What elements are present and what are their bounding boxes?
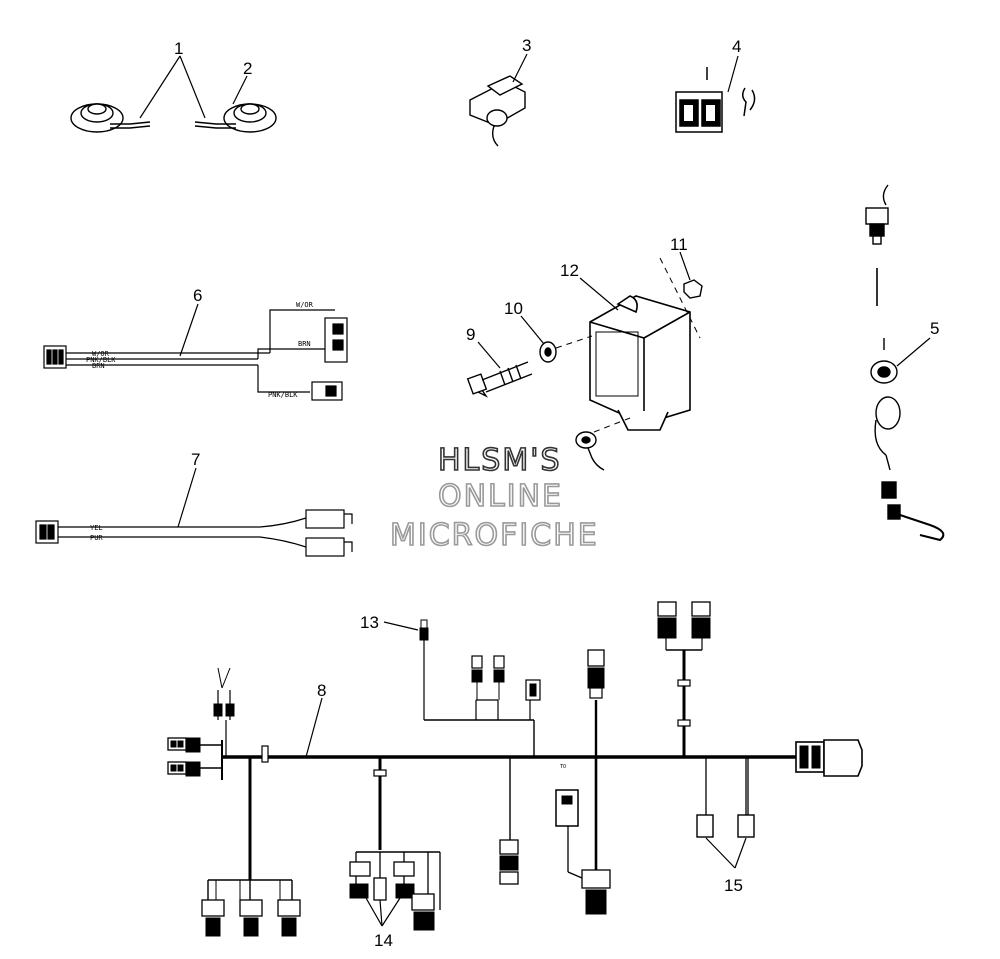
nut-part-11 (683, 279, 703, 299)
cdi-dashed-axis (555, 257, 701, 433)
callout-13: 13 (360, 613, 379, 632)
callout-3: 3 (522, 36, 531, 55)
watermark-line-2: ONLINE (438, 479, 563, 514)
harness-part-6 (43, 309, 348, 401)
leader-9 (477, 341, 501, 369)
wire-label-w-or: W/OR (92, 350, 110, 358)
main-harness-to-label: TO (560, 764, 566, 770)
callout-11: 11 (670, 235, 688, 254)
callout-15: 15 (724, 876, 743, 895)
leader-6 (179, 303, 199, 357)
leader-3 (512, 53, 528, 83)
callout-9: 9 (466, 325, 475, 344)
callout-8: 8 (317, 681, 326, 700)
wire-label-yel: YEL (90, 524, 103, 532)
wire-label-brn-right: BRN (298, 340, 311, 348)
callout-6: 6 (193, 286, 202, 305)
leader-lines-1-2 (139, 55, 248, 119)
connector-part-4 (675, 67, 756, 133)
callout-7: 7 (191, 450, 200, 469)
leader-4 (727, 55, 739, 93)
callout-1: 1 (174, 39, 183, 58)
callout-2: 2 (243, 59, 252, 78)
bolt-part-9 (466, 361, 533, 398)
wire-label-brn: BRN (92, 362, 105, 370)
leader-7 (177, 467, 197, 528)
leader-15 (705, 837, 747, 869)
wire-label-w-or-top: W/OR (296, 301, 314, 309)
cdi-module-part-12 (589, 295, 691, 431)
leader-5 (896, 337, 931, 367)
wire-label-pnk-blk-right: PNK/BLK (268, 391, 298, 399)
callout-12: 12 (560, 261, 579, 280)
wire-label-pnk-blk: PNK/BLK (86, 356, 116, 364)
leader-14 (365, 897, 401, 927)
leader-12 (579, 277, 619, 311)
sensor-part-5 (865, 184, 945, 542)
leader-13 (383, 621, 419, 631)
watermark-line-3: MICROFICHE (390, 518, 599, 553)
leader-11 (679, 251, 691, 281)
callout-10: 10 (504, 299, 523, 318)
callout-14: 14 (374, 931, 393, 950)
lamp-socket-part-1 (70, 103, 151, 133)
callout-4: 4 (732, 37, 741, 56)
leader-10 (520, 315, 545, 345)
watermark-line-1: HLSM'S (438, 443, 562, 478)
harness-part-7 (35, 509, 353, 557)
washer-part-10 (539, 341, 557, 363)
switch-part-3 (469, 75, 526, 147)
wire-label-pur: PUR (90, 534, 103, 542)
main-harness-part-8 (167, 601, 863, 937)
callout-5: 5 (930, 319, 939, 338)
lamp-socket-part-2 (194, 103, 277, 133)
cdi-ground-terminal (575, 431, 605, 471)
leader-8 (305, 697, 323, 758)
